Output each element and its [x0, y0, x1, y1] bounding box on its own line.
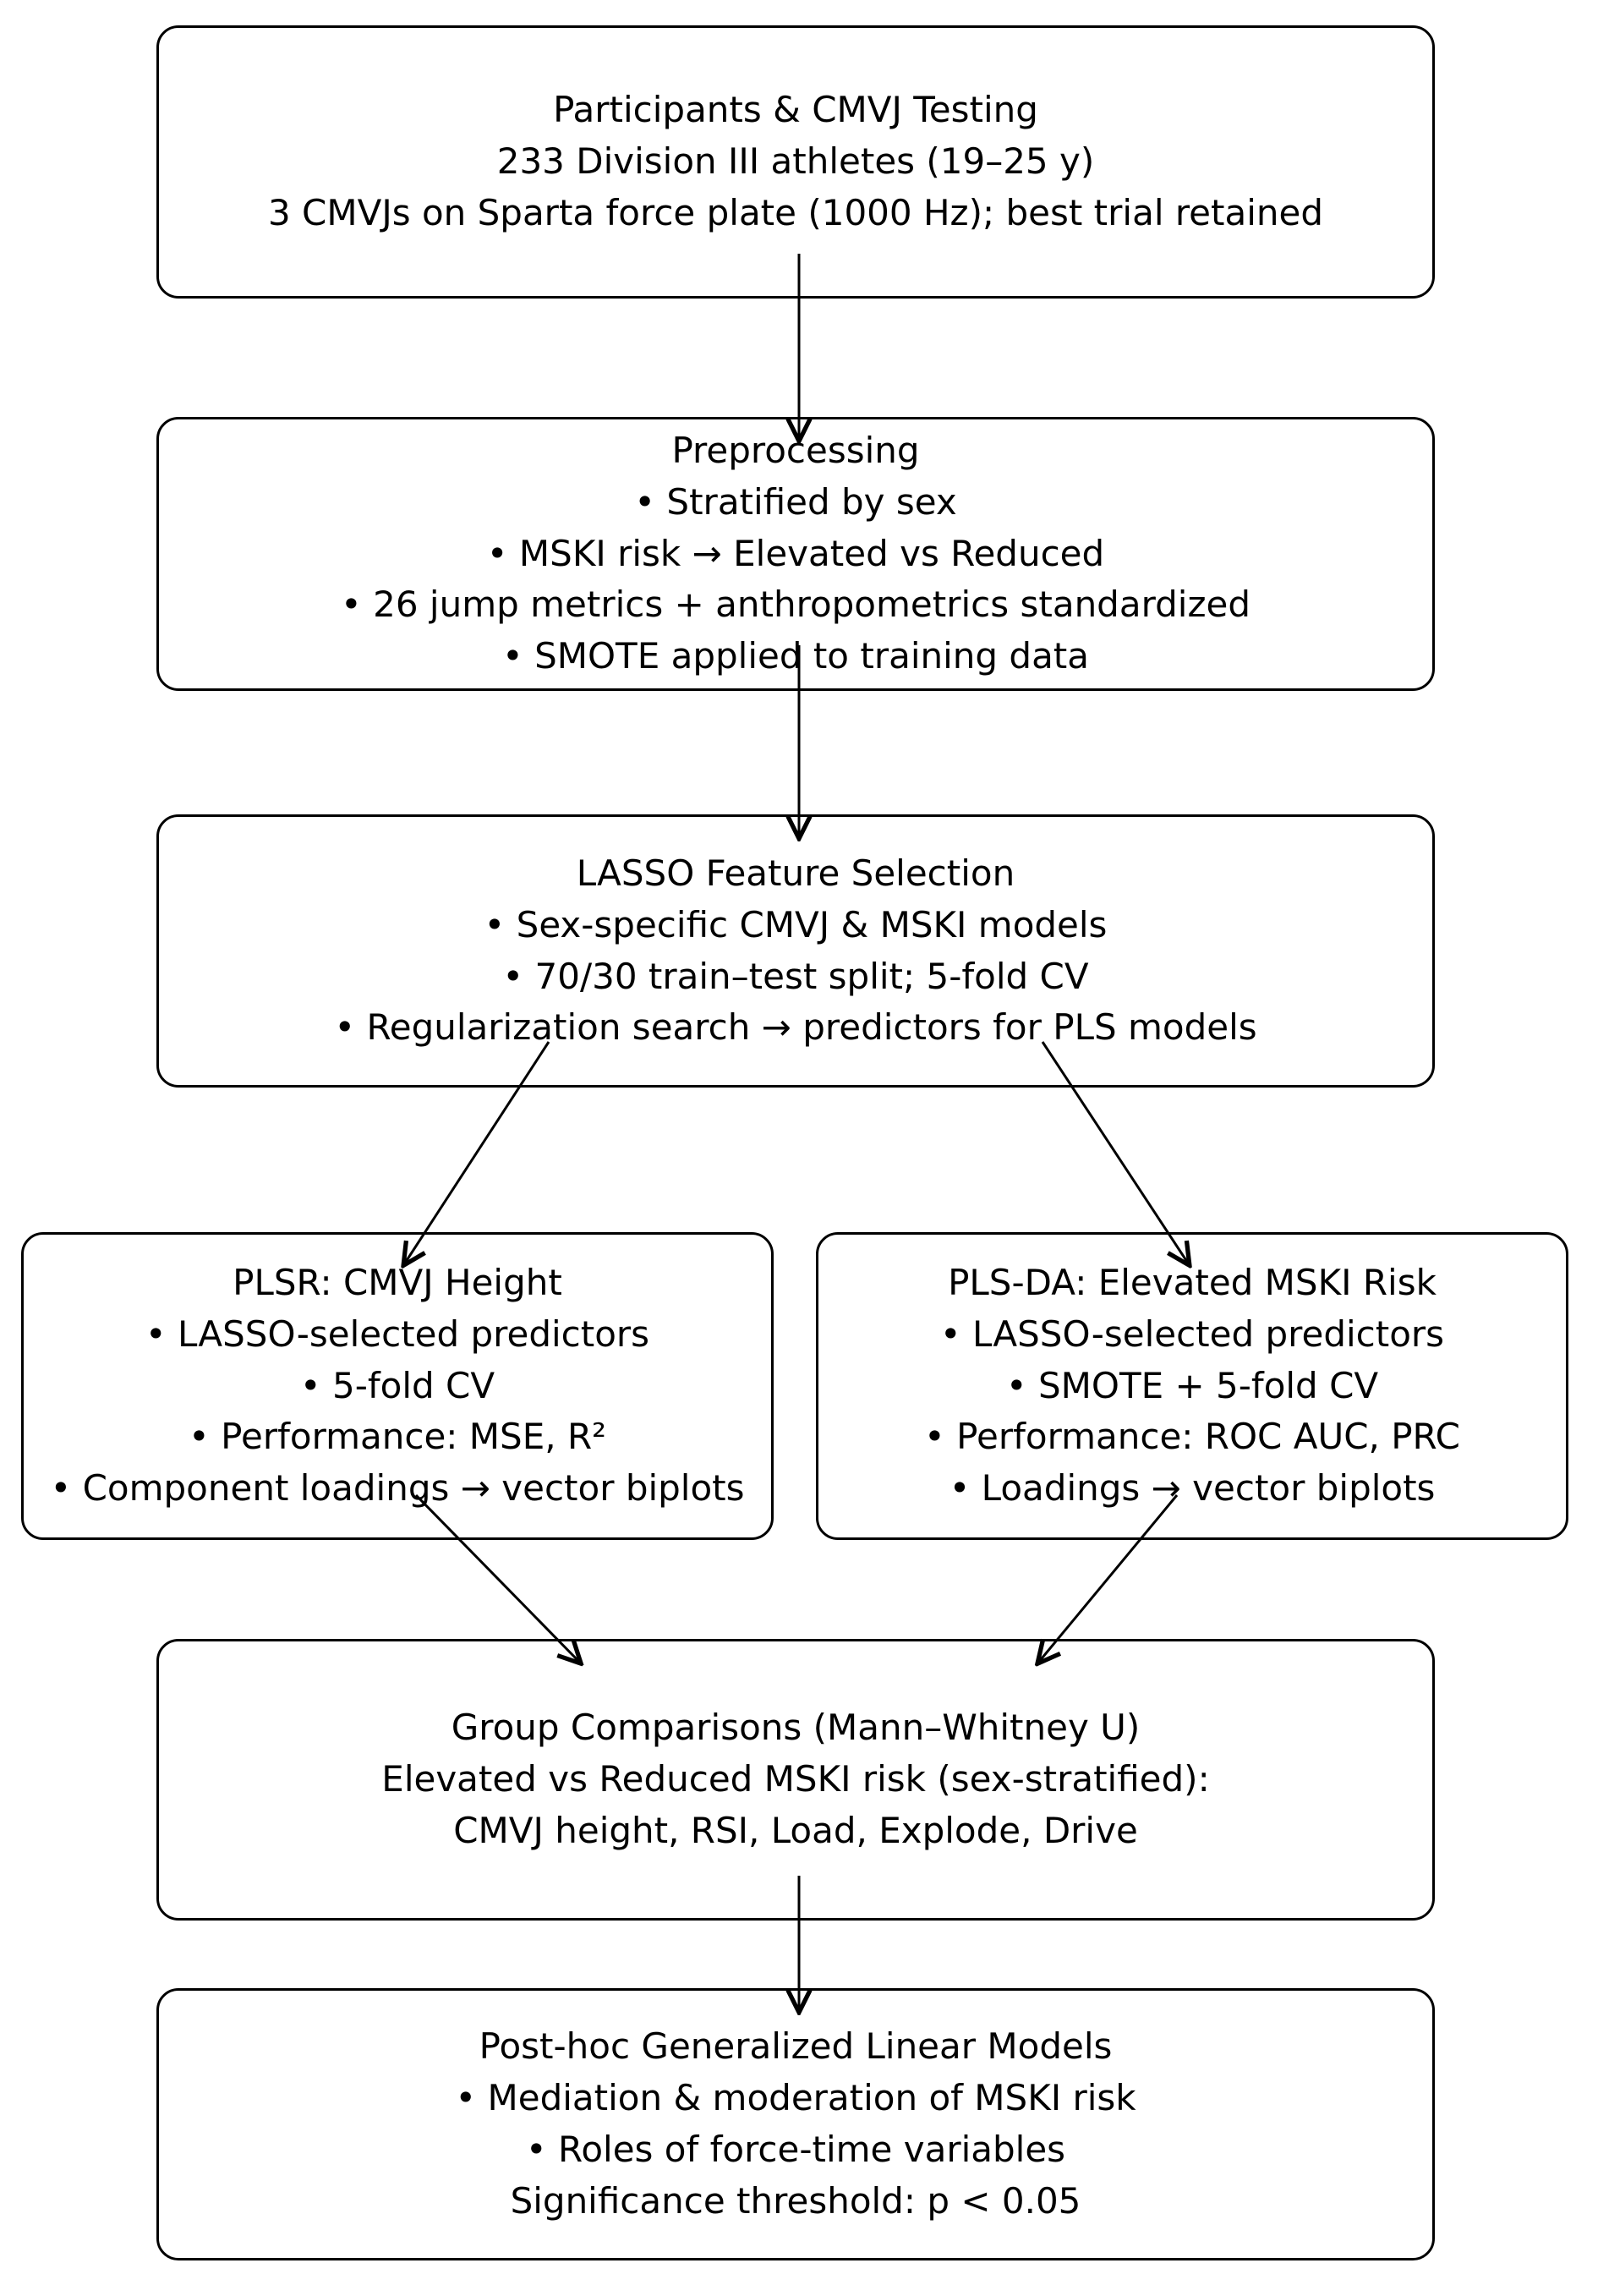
- box-title: Post-hoc Generalized Linear Models: [479, 2025, 1113, 2068]
- box-bullet: • Component loadings → vector biplots: [50, 1467, 745, 1510]
- flow-box-plsda: PLS-DA: Elevated MSKI Risk • LASSO-selec…: [816, 1232, 1568, 1540]
- flow-box-group-comparisons: Group Comparisons (Mann–Whitney U) Eleva…: [156, 1639, 1435, 1921]
- box-title: LASSO Feature Selection: [576, 852, 1015, 894]
- box-bullet: • Loadings → vector biplots: [949, 1467, 1436, 1510]
- box-line: Elevated vs Reduced MSKI risk (sex-strat…: [381, 1758, 1210, 1800]
- box-bullet: • MSKI risk → Elevated vs Reduced: [486, 532, 1105, 574]
- box-title: Participants & CMVJ Testing: [553, 89, 1038, 131]
- box-bullet: • Mediation & moderation of MSKI risk: [455, 2077, 1136, 2119]
- box-line: 233 Division III athletes (19–25 y): [496, 140, 1095, 183]
- box-line: CMVJ height, RSI, Load, Explode, Drive: [453, 1809, 1138, 1851]
- box-bullet: • SMOTE applied to training data: [501, 635, 1090, 677]
- box-bullet: • SMOTE + 5-fold CV: [1005, 1364, 1379, 1406]
- box-title: Preprocessing: [671, 429, 920, 471]
- box-bullet: • 5-fold CV: [299, 1364, 495, 1406]
- flow-box-participants: Participants & CMVJ Testing 233 Division…: [156, 25, 1435, 299]
- flow-box-lasso-feature-selection: LASSO Feature Selection • Sex-specific C…: [156, 814, 1435, 1088]
- box-bullet: • LASSO-selected predictors: [939, 1312, 1445, 1355]
- box-bullet: • Sex-specific CMVJ & MSKI models: [484, 903, 1108, 945]
- flow-box-preprocessing: Preprocessing • Stratified by sex • MSKI…: [156, 417, 1435, 691]
- box-title: PLS-DA: Elevated MSKI Risk: [948, 1261, 1437, 1303]
- box-bullet: • LASSO-selected predictors: [145, 1312, 650, 1355]
- box-title: PLSR: CMVJ Height: [233, 1261, 562, 1303]
- box-line: Significance threshold: p < 0.05: [510, 2179, 1081, 2222]
- flow-box-posthoc-glm: Post-hoc Generalized Linear Models • Med…: [156, 1988, 1435, 2260]
- box-bullet: • Roles of force-time variables: [525, 2129, 1066, 2170]
- box-line: 3 CMVJs on Sparta force plate (1000 Hz);…: [267, 191, 1324, 233]
- box-bullet: • 26 jump metrics + anthropometrics stan…: [341, 584, 1250, 626]
- box-bullet: • 70/30 train–test split; 5-fold CV: [502, 955, 1089, 997]
- box-bullet: • Regularization search → predictors for…: [334, 1006, 1257, 1049]
- flow-box-plsr: PLSR: CMVJ Height • LASSO-selected predi…: [21, 1232, 774, 1540]
- box-bullet: • Performance: MSE, R²: [189, 1416, 606, 1458]
- box-title: Group Comparisons (Mann–Whitney U): [451, 1707, 1141, 1749]
- box-bullet: • Stratified by sex: [634, 480, 957, 523]
- box-bullet: • Performance: ROC AUC, PRC: [924, 1416, 1460, 1458]
